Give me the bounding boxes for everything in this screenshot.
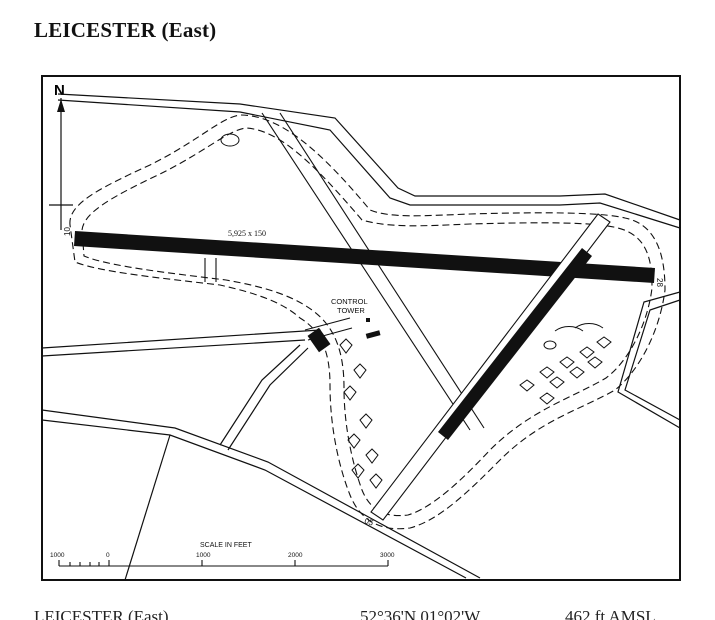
control-tower-label-line1: CONTROL (331, 297, 368, 306)
taxiway-strip (261, 112, 485, 431)
runway-end-label-west: 10 (63, 227, 72, 236)
scale-label: 1000 (196, 552, 211, 559)
scale-label: 1000 (50, 552, 65, 559)
north-arrow-icon (49, 98, 73, 230)
scale-title: SCALE IN FEET (200, 542, 252, 549)
control-tower-buildings (307, 318, 381, 353)
scale-label: 3000 (380, 552, 395, 559)
runway-05-23 (370, 213, 611, 521)
control-tower-label-line2: TOWER (337, 306, 365, 315)
map-frame (41, 75, 681, 581)
boundary-road (41, 93, 681, 581)
runway-end-label-east: 28 (655, 278, 664, 287)
footer-coordinates: 52°36'N 01°02'W (360, 607, 481, 620)
perimeter-track (69, 114, 666, 530)
scale-label: 0 (106, 552, 110, 559)
runway-10-28 (74, 231, 655, 283)
footer-info-line: LEICESTER (East) 52°36'N 01°02'W 462 ft … (0, 603, 715, 620)
scale-bar (58, 560, 389, 567)
footer-name: LEICESTER (East) (34, 607, 169, 620)
runway-dimensions-label: 5,925 x 150 (228, 229, 266, 238)
taxiway-link (204, 258, 353, 341)
footer-elevation: 462 ft AMSL (565, 607, 656, 620)
runway-end-label-south: 05 (363, 516, 375, 528)
north-label: N (54, 82, 65, 99)
dispersal-loops (220, 133, 612, 489)
page-title: LEICESTER (East) (34, 18, 217, 42)
scale-label: 2000 (288, 552, 303, 559)
